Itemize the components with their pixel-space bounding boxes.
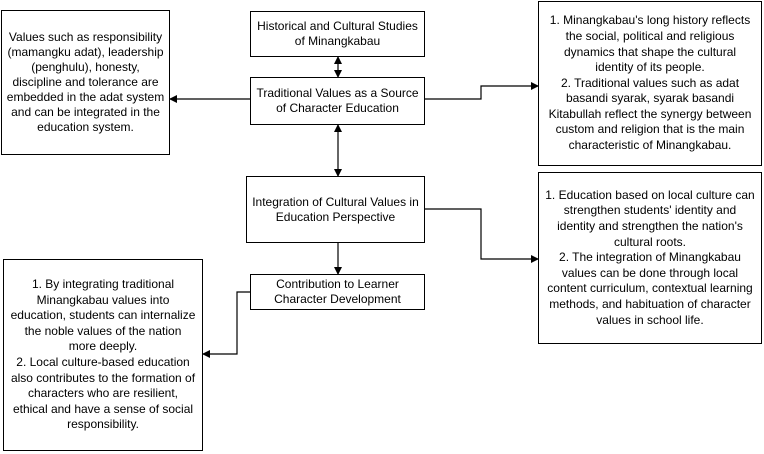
node-integration-label: Integration of Cultural Values in Educat… xyxy=(252,194,419,224)
learner-description-box: 1. By integrating traditional Minangkaba… xyxy=(3,259,203,451)
node-contribution-label: Contribution to Learner Character Develo… xyxy=(274,277,401,306)
node-traditional: Traditional Values as a Source of Charac… xyxy=(250,77,425,125)
values-description-box: Values such as responsibility (mamangku … xyxy=(1,10,170,155)
education-description-box: 1. Education based on local culture can … xyxy=(538,172,762,344)
values-description-text: Values such as responsibility (mamangku … xyxy=(6,30,165,134)
arrow-traditional-history xyxy=(425,82,539,100)
arrow-contribution-learner xyxy=(202,291,250,358)
history-description-text: 1. Minangkabau's long history reflects t… xyxy=(548,13,752,153)
history-description-box: 1. Minangkabau's long history reflects t… xyxy=(538,1,762,166)
node-historical: Historical and Cultural Studies of Minan… xyxy=(250,11,425,57)
education-description-text: 1. Education based on local culture can … xyxy=(545,187,755,327)
learner-description-text: 1. By integrating traditional Minangkaba… xyxy=(10,277,196,432)
node-traditional-label: Traditional Values as a Source of Charac… xyxy=(256,86,419,115)
node-historical-label: Historical and Cultural Studies of Minan… xyxy=(257,19,418,48)
node-integration: Integration of Cultural Values in Educat… xyxy=(246,176,425,243)
node-contribution: Contribution to Learner Character Develo… xyxy=(250,274,425,310)
arrow-integration-education xyxy=(425,208,539,263)
